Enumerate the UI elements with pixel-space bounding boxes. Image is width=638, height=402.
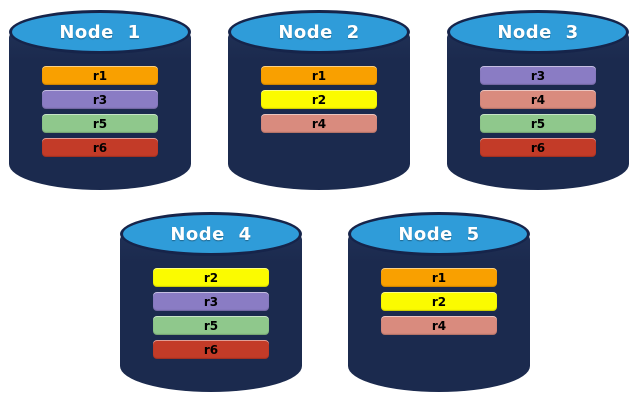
replica-list: r1 r2 r4	[228, 66, 410, 133]
node-row-bottom: Node 4 r2 r3 r5 r6 Node 5 r1 r2 r4	[120, 212, 530, 392]
replica-list: r2 r3 r5 r6	[120, 268, 302, 359]
replica-bar-r2: r2	[153, 268, 269, 287]
cylinder-body	[447, 32, 629, 190]
cylinder-top: Node 1	[9, 10, 191, 54]
replica-bar-r1: r1	[381, 268, 497, 287]
replica-bar-r6: r6	[480, 138, 596, 157]
cylinder-top: Node 2	[228, 10, 410, 54]
replica-bar-r1: r1	[42, 66, 158, 85]
node-label: Node 3	[497, 21, 579, 43]
replica-bar-r2: r2	[261, 90, 377, 109]
replica-bar-r5: r5	[480, 114, 596, 133]
node-label: Node 4	[170, 223, 252, 245]
cylinder-top: Node 3	[447, 10, 629, 54]
replica-bar-r3: r3	[42, 90, 158, 109]
db-node-1: Node 1 r1 r3 r5 r6	[9, 10, 191, 190]
node-label: Node 5	[398, 223, 480, 245]
replica-bar-r4: r4	[480, 90, 596, 109]
replica-bar-r4: r4	[261, 114, 377, 133]
replica-bar-r4: r4	[381, 316, 497, 335]
replica-bar-r5: r5	[153, 316, 269, 335]
db-node-4: Node 4 r2 r3 r5 r6	[120, 212, 302, 392]
db-node-2: Node 2 r1 r2 r4	[228, 10, 410, 190]
cylinder-top: Node 4	[120, 212, 302, 256]
replica-bar-r6: r6	[42, 138, 158, 157]
replica-bar-r5: r5	[42, 114, 158, 133]
cylinder-body	[9, 32, 191, 190]
cylinder-body	[348, 234, 530, 392]
replica-bar-r2: r2	[381, 292, 497, 311]
db-node-5: Node 5 r1 r2 r4	[348, 212, 530, 392]
cylinder-body	[228, 32, 410, 190]
node-label: Node 2	[278, 21, 360, 43]
cylinder-body	[120, 234, 302, 392]
replica-bar-r3: r3	[480, 66, 596, 85]
cylinder-top: Node 5	[348, 212, 530, 256]
node-label: Node 1	[59, 21, 141, 43]
replica-bar-r1: r1	[261, 66, 377, 85]
db-node-3: Node 3 r3 r4 r5 r6	[447, 10, 629, 190]
replica-bar-r3: r3	[153, 292, 269, 311]
replica-list: r1 r3 r5 r6	[9, 66, 191, 157]
replica-list: r1 r2 r4	[348, 268, 530, 335]
replica-list: r3 r4 r5 r6	[447, 66, 629, 157]
replica-bar-r6: r6	[153, 340, 269, 359]
